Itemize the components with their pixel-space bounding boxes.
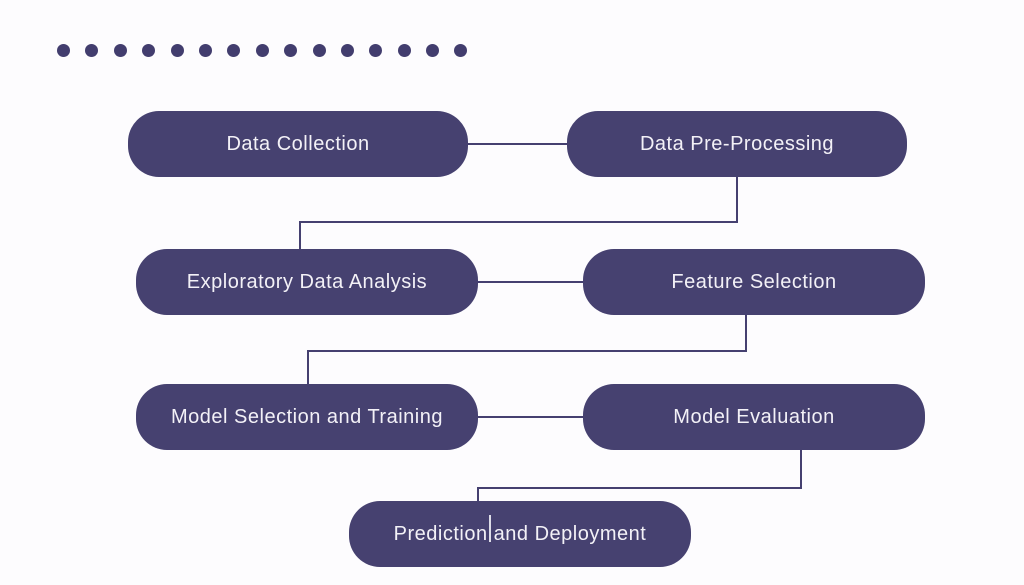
- decor-dot: [255, 44, 269, 57]
- edge-collection-preprocessing-line: [468, 143, 567, 145]
- node-data-pre-processing: Data Pre-Processing: [567, 111, 907, 177]
- edge-evaluation-prediction-line: [800, 450, 802, 489]
- decor-dot: [142, 44, 156, 57]
- decor-dot: [312, 44, 326, 57]
- decor-dot: [113, 44, 127, 57]
- edge-evaluation-prediction-line: [477, 487, 802, 489]
- decor-dot: [198, 44, 212, 57]
- decor-dots: [57, 44, 468, 57]
- edge-eda-featureselection-line: [478, 281, 583, 283]
- decor-dot: [454, 44, 468, 57]
- decor-dot: [369, 44, 383, 57]
- edge-featureselection-modelselection-line: [745, 315, 747, 352]
- decor-dot: [170, 44, 184, 57]
- text-cursor: [489, 515, 491, 542]
- decor-dot: [397, 44, 411, 57]
- node-model-evaluation: Model Evaluation: [583, 384, 925, 450]
- decor-dot: [57, 44, 70, 57]
- node-exploratory-data-analysis: Exploratory Data Analysis: [136, 249, 478, 315]
- decor-dot: [284, 44, 298, 57]
- edge-preprocessing-eda-line: [736, 177, 738, 223]
- decor-dot: [426, 44, 440, 57]
- edge-featureselection-modelselection-line: [307, 350, 309, 384]
- node-data-collection: Data Collection: [128, 111, 468, 177]
- edge-preprocessing-eda-line: [299, 221, 738, 223]
- edge-evaluation-prediction-line: [477, 487, 479, 501]
- node-feature-selection: Feature Selection: [583, 249, 925, 315]
- node-prediction-and-deployment: Prediction and Deployment: [349, 501, 691, 567]
- decor-dot: [340, 44, 354, 57]
- edge-preprocessing-eda-line: [299, 221, 301, 249]
- node-model-selection-and-training: Model Selection and Training: [136, 384, 478, 450]
- edge-modelselection-evaluation-line: [478, 416, 583, 418]
- decor-dot: [227, 44, 241, 57]
- edge-featureselection-modelselection-line: [307, 350, 747, 352]
- decor-dot: [85, 44, 99, 57]
